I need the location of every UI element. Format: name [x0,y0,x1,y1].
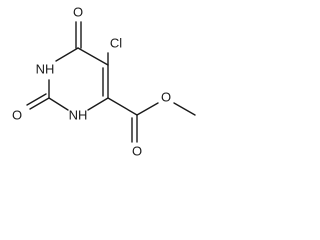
bond-n3-c2 [48,97,69,111]
atom-label-o-carbonyl: O [132,143,142,158]
atom-label-o-left: O [12,107,22,122]
atom-label-nh-top: NH [36,61,55,76]
molecule-svg: O Cl NH O NH O O [12,4,196,158]
bond-ester-c-o-ether [136,102,159,116]
atom-label-o-ether: O [161,89,171,104]
bond-c4-n3 [87,97,109,111]
bond-c2-o-left-1 [29,97,50,110]
bond-c6-c5 [77,47,109,66]
bond-o-ether-methyl [173,102,196,116]
bond-c4-ester-c [107,97,138,116]
bond-c2-o-left-2 [26,93,47,106]
atom-label-o-top: O [73,4,83,19]
atom-label-cl: Cl [110,35,122,50]
atom-label-nh-bottom: NH [69,107,88,122]
molecule-diagram: O Cl NH O NH O O [11,4,196,159]
bond-c6-n1 [55,47,79,62]
